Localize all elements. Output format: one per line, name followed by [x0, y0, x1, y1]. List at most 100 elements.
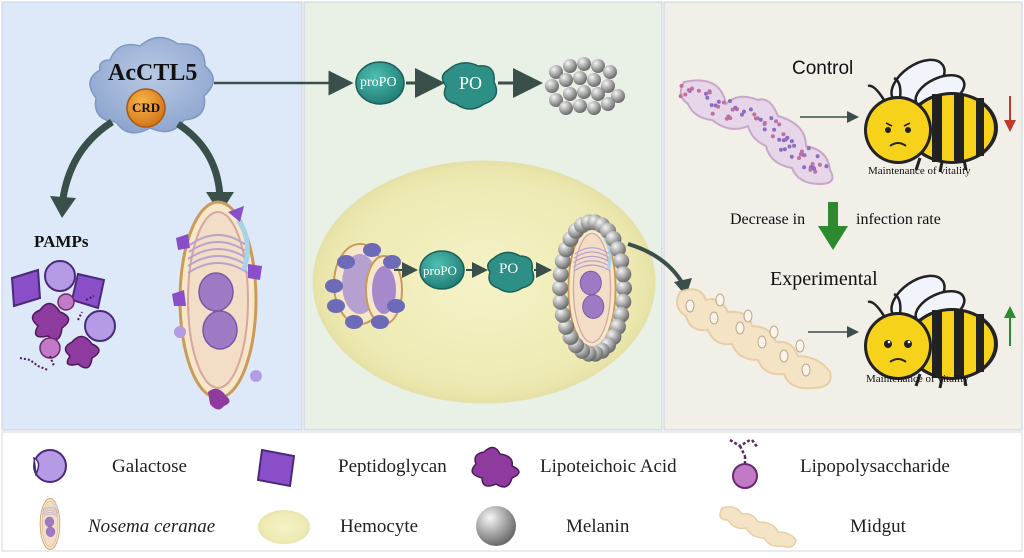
infection-dot — [683, 92, 688, 97]
infection-dot — [777, 137, 782, 142]
infection-dot — [781, 132, 786, 137]
melanin-granule — [552, 293, 569, 310]
melanin-granule — [554, 306, 571, 323]
pamps-cluster — [10, 260, 116, 371]
decrease-label-right: infection rate — [856, 211, 941, 228]
infection-dot — [748, 107, 753, 112]
melanin-granule — [554, 253, 571, 270]
galactose-icon — [33, 449, 67, 483]
hemocyte-icon — [258, 510, 310, 544]
infection-dot — [690, 86, 694, 91]
decrease-label-left: Decrease in — [730, 211, 806, 228]
midgut-infection-dots — [678, 83, 829, 174]
midgut-cell — [795, 339, 805, 353]
legend-lipopolysaccharide: Lipopolysaccharide — [800, 456, 950, 477]
infection-dot — [754, 116, 758, 121]
melanin-cluster-top — [545, 57, 625, 115]
experimental-label: Experimental — [770, 268, 878, 290]
po-node-mid — [487, 251, 535, 293]
control-caption: Maintenance of vitality — [868, 165, 971, 177]
propo-node-mid — [419, 250, 465, 290]
melanin-icon — [476, 506, 516, 546]
infection-dot — [740, 112, 744, 117]
infection-dot — [813, 169, 818, 174]
midgut-cell — [779, 349, 789, 363]
infection-dot — [774, 119, 778, 124]
midgut-cells — [685, 293, 811, 377]
midgut-cell — [685, 299, 695, 313]
lipoteichoic-icon — [471, 446, 520, 488]
bee-experimental — [862, 265, 1000, 390]
legend-hemocyte: Hemocyte — [340, 516, 419, 537]
propo-node-top — [355, 61, 405, 105]
midgut-cell — [757, 335, 767, 349]
melanized-spore — [566, 225, 618, 351]
bee-control — [862, 49, 1000, 174]
infection-dot — [769, 116, 774, 121]
infection-dot — [733, 105, 738, 110]
midgut-cell — [715, 293, 725, 307]
crd-domain — [126, 88, 166, 128]
crd-label: CRD — [132, 100, 161, 115]
infection-dot — [797, 156, 801, 160]
infection-dot — [808, 167, 813, 172]
po-label-top: PO — [459, 73, 483, 93]
propo-label-top: proPO — [360, 75, 397, 90]
infection-dot — [782, 147, 787, 152]
infection-dot — [824, 164, 829, 169]
infection-dot — [721, 100, 726, 105]
infection-dot — [742, 109, 746, 114]
acctl5-label: AcCTL5 — [108, 60, 198, 86]
legend-peptidoglycan: Peptidoglycan — [338, 456, 447, 477]
melanin-granule — [616, 280, 632, 296]
arrow-to-nosema — [176, 121, 224, 199]
pamps-label: PAMPs — [34, 232, 89, 251]
infection-dot — [724, 116, 729, 121]
infection-dot — [815, 154, 820, 159]
legend-nosema: Nosema ceranae — [88, 516, 216, 537]
spores-cluster — [325, 243, 405, 329]
infection-dot — [728, 116, 733, 121]
infection-dot — [798, 152, 803, 157]
infection-dot — [817, 162, 822, 167]
decrease-arrow — [828, 202, 838, 228]
infection-dot — [792, 143, 797, 148]
experimental-caption: Maintenance of vitality — [866, 373, 969, 385]
midgut-cell — [769, 325, 779, 339]
infection-dot — [812, 166, 817, 171]
infection-dot — [716, 104, 721, 109]
peptidoglycan-icon — [256, 448, 296, 488]
po-node-top — [441, 62, 498, 110]
midgut-cell — [709, 311, 719, 325]
propo-label-mid: proPO — [423, 263, 457, 278]
infection-dot — [789, 154, 794, 159]
infection-dot — [710, 111, 715, 116]
infection-dot — [772, 127, 777, 132]
infection-dot — [806, 146, 811, 151]
nosema-spore-left — [172, 202, 262, 410]
midgut-cell — [743, 309, 753, 323]
po-label-mid: PO — [499, 261, 519, 277]
melanin-shell — [552, 214, 632, 362]
midgut-cell — [801, 363, 811, 377]
infection-dot — [770, 134, 775, 139]
infection-dot — [781, 138, 786, 143]
infection-dot — [762, 127, 767, 132]
infection-dot — [785, 135, 790, 140]
melanin-granule — [613, 253, 630, 270]
infection-dot — [705, 95, 710, 100]
infection-dot — [704, 91, 708, 96]
infection-dot — [707, 90, 712, 95]
infection-dot — [789, 139, 794, 144]
nosema-icon — [39, 497, 61, 551]
infection-dot — [810, 162, 815, 166]
melanin-granule — [615, 293, 632, 310]
infection-dot — [686, 88, 691, 93]
arrow-to-pamps — [58, 119, 114, 207]
infection-dot — [762, 121, 767, 125]
infection-dot — [679, 83, 684, 88]
melanin-granule — [613, 306, 630, 323]
infection-dot — [728, 99, 732, 103]
melanin-granule — [552, 266, 569, 283]
